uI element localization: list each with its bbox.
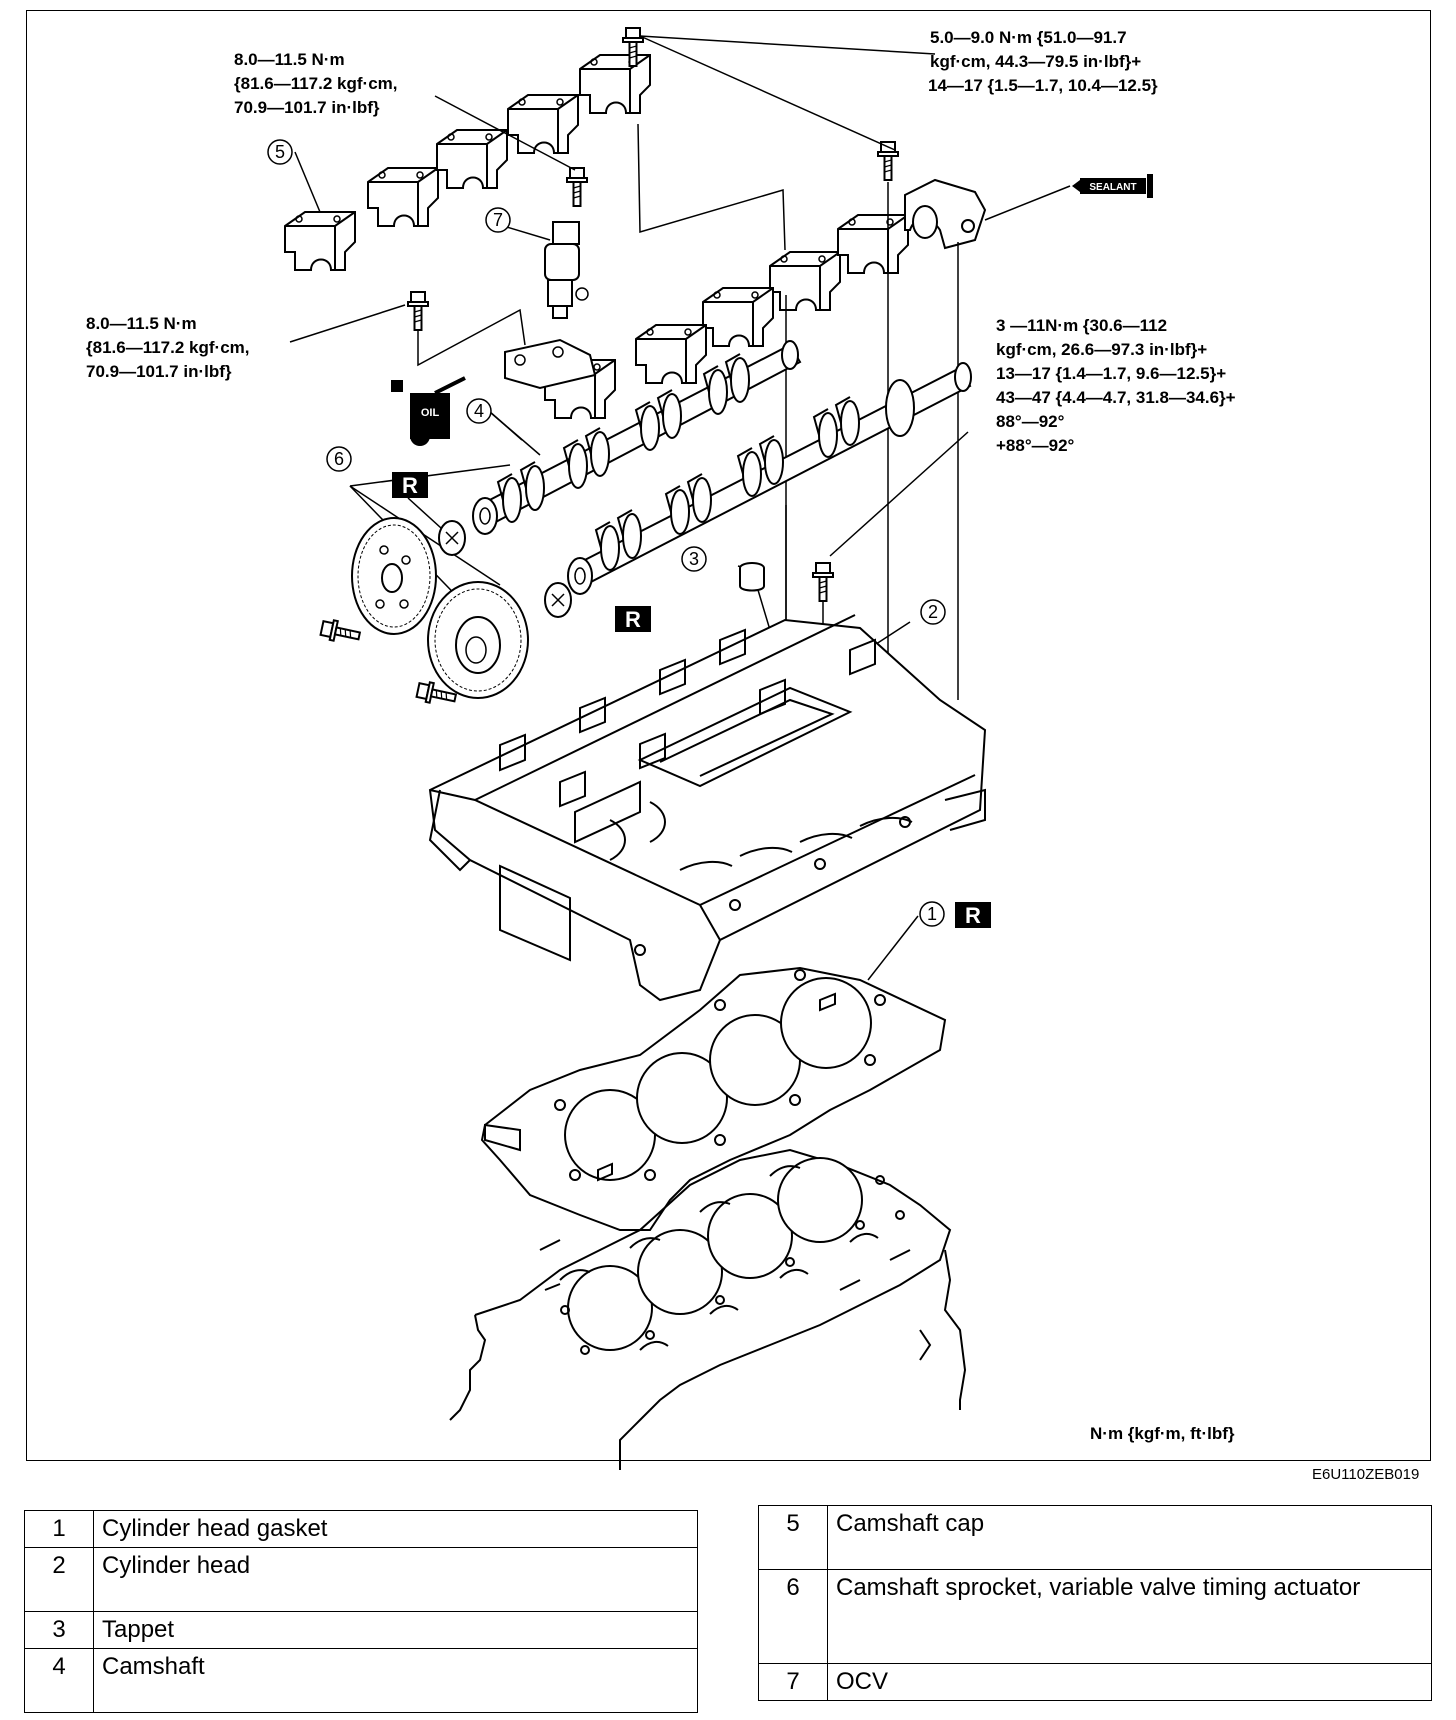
legend-name: Camshaft: [93, 1648, 698, 1713]
callout-4: 4: [466, 398, 492, 424]
legend-name: Cylinder head: [93, 1547, 698, 1612]
replace-marks: R R R: [392, 472, 991, 928]
front-camshaft-cap: [904, 178, 987, 250]
callout-1: 1: [919, 901, 945, 927]
callout-3-label: 3: [689, 549, 699, 569]
camshaft-sprocket: [351, 517, 437, 635]
callout-7-label: 7: [493, 210, 503, 230]
oil-label: OIL: [421, 407, 440, 419]
tappet: [739, 562, 765, 592]
legend-row: 3 Tappet: [24, 1611, 698, 1649]
callout-3: 3: [681, 546, 707, 572]
exploded-view-diagram: SEALANT: [267, 27, 1153, 1470]
torque-spec-ocv-bracket-bolt: 8.0—11.5 N·m {81.6—117.2 kgf·cm, 70.9—101.…: [86, 312, 249, 384]
torque-line: 5.0—9.0 N·m {51.0—91.7: [930, 28, 1127, 47]
callout-2-label: 2: [928, 602, 938, 622]
callout-1-label: 1: [927, 904, 937, 924]
torque-line: {81.6—117.2 kgf·cm,: [86, 338, 250, 357]
torque-line: 13—17 {1.4—1.7, 9.6—12.5}+: [996, 364, 1227, 383]
ocv-bracket: [504, 338, 597, 390]
torque-line: 8.0—11.5 N·m: [234, 50, 345, 69]
legend-name: Tappet: [93, 1611, 698, 1649]
callout-5: 5: [267, 139, 293, 165]
torque-line: kgf·cm, 44.3—79.5 in·lbf}+: [930, 52, 1142, 71]
torque-line: 88°—92°: [996, 412, 1065, 431]
torque-line: 70.9—101.7 in·lbf}: [86, 362, 232, 381]
legend-number: 1: [24, 1510, 94, 1548]
torque-line: 8.0—11.5 N·m: [86, 314, 197, 333]
figure-code: E6U110ZEB019: [1312, 1466, 1420, 1483]
torque-spec-cylinder-head-bolts: 3 —11N·m {30.6—112 kgf·cm, 26.6—97.3 in·l…: [996, 314, 1236, 458]
legend-number: 6: [758, 1569, 828, 1664]
oil-can-icon: OIL: [391, 376, 466, 446]
legend-name: Camshaft cap: [827, 1505, 1432, 1570]
legend-number: 3: [24, 1611, 94, 1649]
legend-row: 2 Cylinder head: [24, 1547, 698, 1612]
retaining-washer-intake: [438, 520, 466, 556]
legend-number: 4: [24, 1648, 94, 1713]
legend-name: Camshaft sprocket, variable valve timing…: [827, 1569, 1432, 1664]
cylinder-block: [449, 1148, 967, 1470]
retaining-washer-exhaust: [544, 582, 572, 618]
ocv-valve: [544, 221, 589, 319]
torque-line: {81.6—117.2 kgf·cm,: [234, 74, 398, 93]
torque-line: 70.9—101.7 in·lbf}: [234, 98, 380, 117]
legend-row: 4 Camshaft: [24, 1648, 698, 1713]
torque-line: 3 —11N·m {30.6—112: [996, 316, 1168, 335]
legend-number: 2: [24, 1547, 94, 1612]
legend-number: 7: [758, 1663, 828, 1701]
replace-mark-label: R: [625, 607, 641, 632]
legend-name: OCV: [827, 1663, 1432, 1701]
legend-row: 5 Camshaft cap: [758, 1505, 1432, 1570]
callout-7: 7: [485, 207, 511, 233]
legend-row: 7 OCV: [758, 1663, 1432, 1701]
legend-number: 5: [758, 1505, 828, 1570]
callout-2: 2: [920, 599, 946, 625]
cylinder-head: [428, 614, 987, 1002]
torque-spec-ocv-bolt: 8.0—11.5 N·m {81.6—117.2 kgf·cm, 70.9—101.…: [234, 48, 397, 120]
legend-row: 6 Camshaft sprocket, variable valve timi…: [758, 1569, 1432, 1664]
callout-6: 6: [326, 446, 352, 472]
torque-line: kgf·cm, 26.6—97.3 in·lbf}+: [996, 340, 1208, 359]
diagram-frame: [26, 10, 1431, 1461]
legend-name: Cylinder head gasket: [93, 1510, 698, 1548]
torque-line: 43—47 {4.4—4.7, 31.8—34.6}+: [996, 388, 1236, 407]
parts-legend-right: 5 Camshaft cap 6 Camshaft sprocket, vari…: [758, 1505, 1432, 1701]
units-note: N·m {kgf·m, ft·lbf}: [1090, 1424, 1235, 1443]
legend-row: 1 Cylinder head gasket: [24, 1510, 698, 1548]
sealant-tube-icon: SEALANT: [984, 174, 1153, 221]
torque-line: +88°—92°: [996, 436, 1075, 455]
callouts: 1 2 3 4 5 6 7: [267, 139, 946, 927]
torque-line: 14—17 {1.5—1.7, 10.4—12.5}: [928, 76, 1158, 95]
callout-4-label: 4: [474, 401, 484, 421]
vvt-actuator: [427, 581, 529, 699]
replace-mark-label: R: [965, 903, 981, 928]
exhaust-cam-lobes: [595, 396, 860, 571]
parts-legend-left: 1 Cylinder head gasket 2 Cylinder head 3…: [24, 1510, 698, 1713]
callout-5-label: 5: [275, 142, 285, 162]
callout-6-label: 6: [334, 449, 344, 469]
sealant-label: SEALANT: [1089, 182, 1136, 193]
replace-mark-label: R: [402, 473, 418, 498]
torque-spec-camshaft-cap-bolts: 5.0—9.0 N·m {51.0—91.7 kgf·cm, 44.3—79.5 …: [928, 26, 1158, 98]
cylinder-head-gasket: [480, 966, 947, 1231]
